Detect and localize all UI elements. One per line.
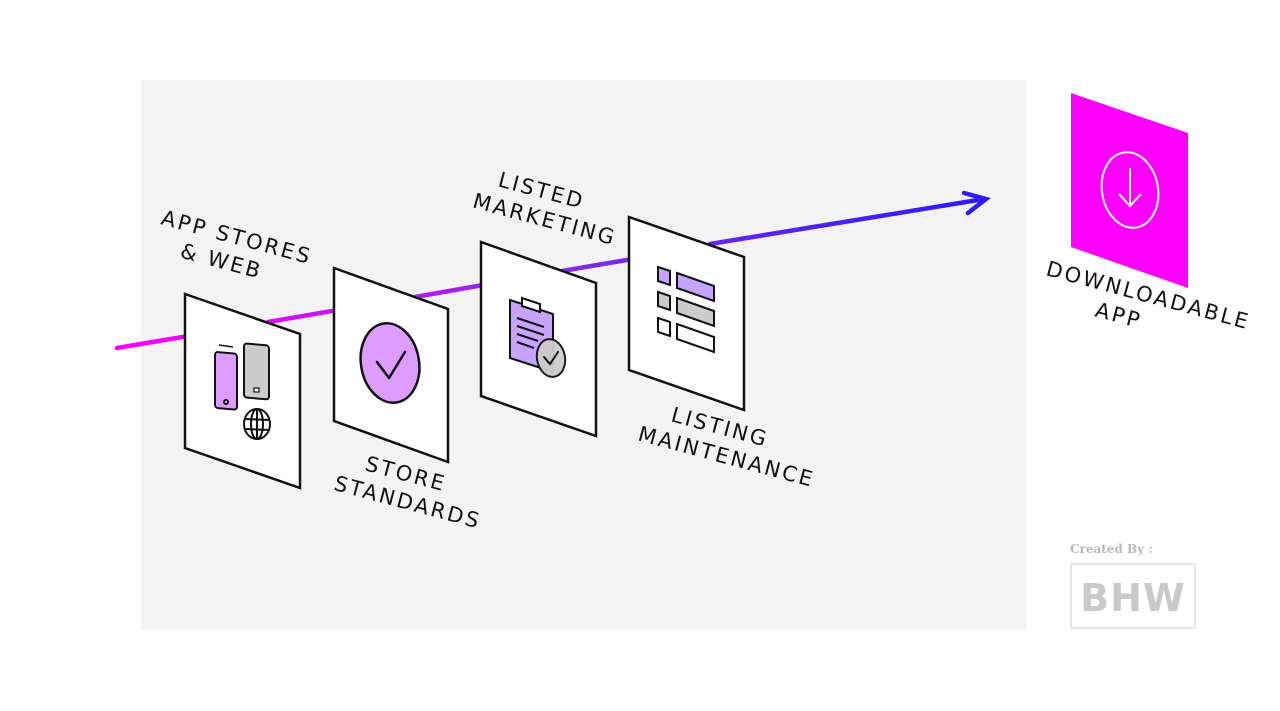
download-arrow-head [1118, 193, 1142, 208]
bhw-logo: BHW [1080, 576, 1186, 620]
card-app-stores [183, 292, 302, 490]
verified-check-mark-icon [543, 351, 559, 366]
card-app-stores-face [183, 292, 302, 490]
card-listed-marketing [479, 240, 598, 438]
check-circle-icon [359, 322, 421, 404]
card-store-standards [332, 266, 450, 464]
download-icon [1100, 151, 1160, 229]
check-mark-icon [375, 350, 407, 380]
arrow-segment-5 [707, 196, 987, 247]
globe-icon [243, 408, 271, 440]
card-downloadable-app [1071, 93, 1188, 288]
list-icon [657, 265, 715, 354]
card-listing-maintenance [627, 215, 746, 412]
logo-box [1070, 563, 1196, 629]
phone-icon [214, 344, 238, 411]
arrow-head [961, 190, 991, 216]
verified-check-icon [535, 338, 567, 378]
tablet-icon [243, 342, 270, 401]
created-by-label: Created By : [1070, 542, 1153, 556]
